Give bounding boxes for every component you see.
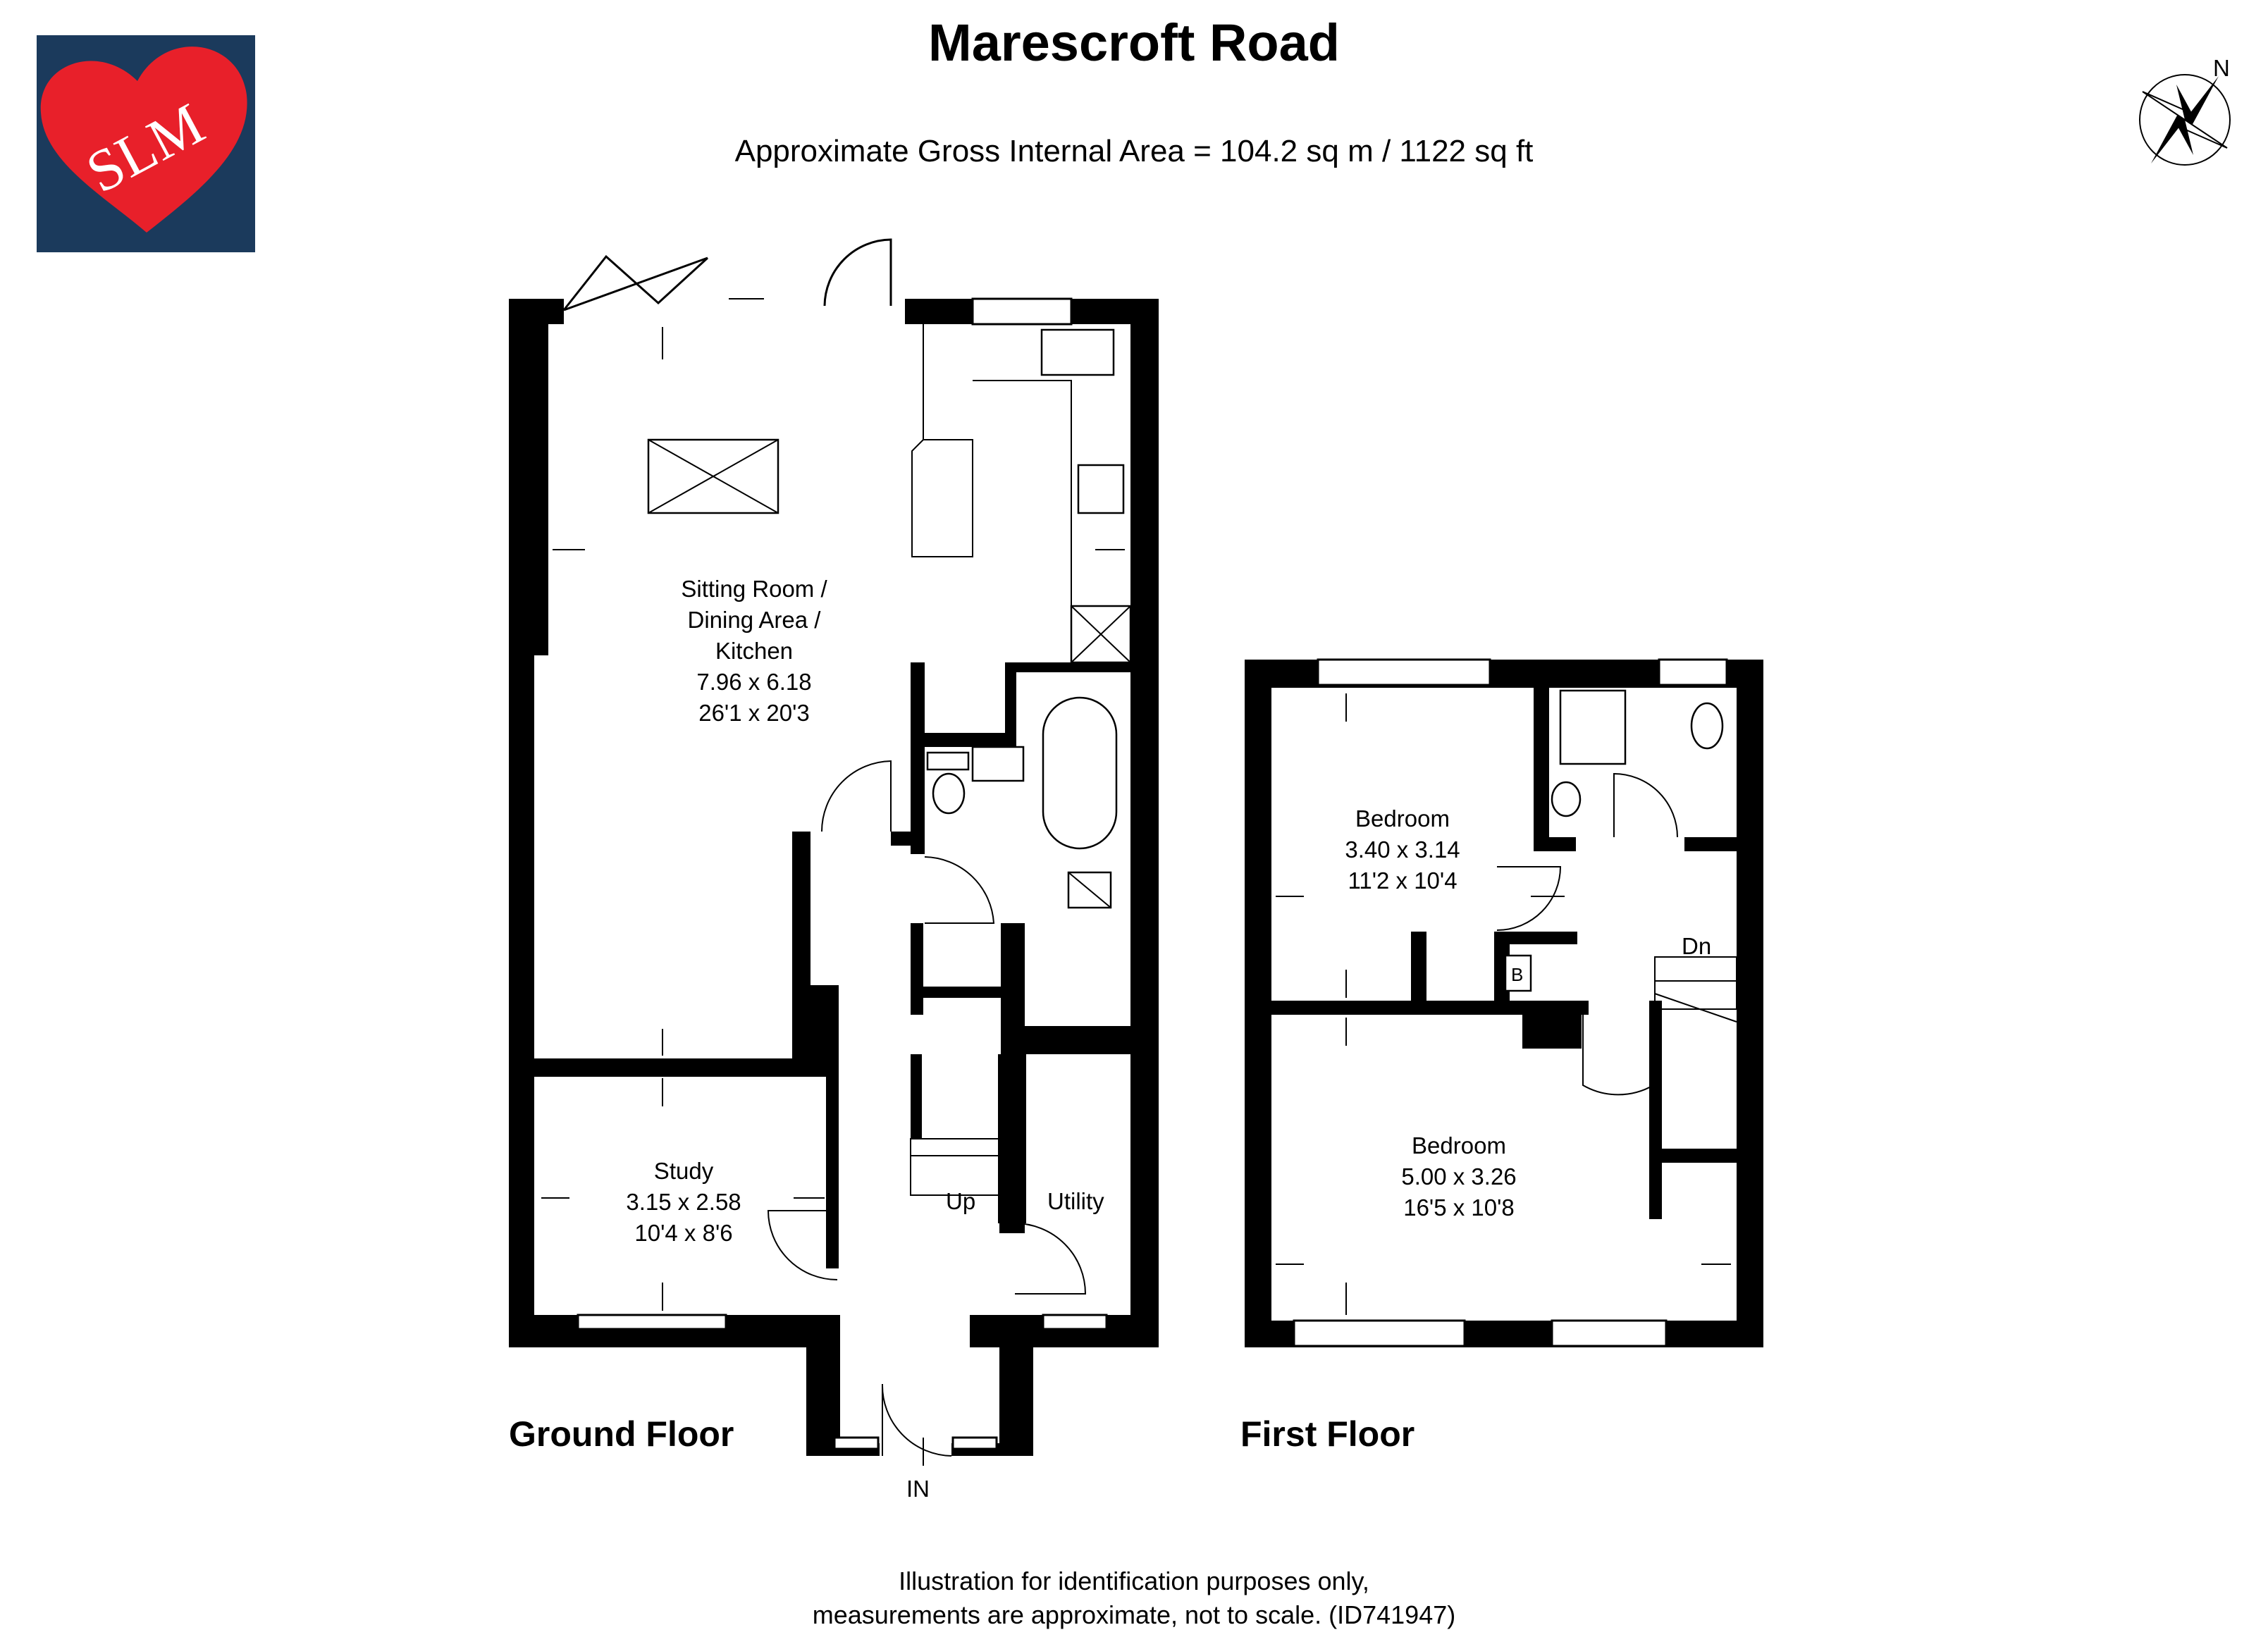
- utility-label: Utility: [1047, 1188, 1104, 1214]
- sitting-room-label: Sitting Room / Dining Area / Kitchen 7.9…: [681, 576, 827, 726]
- disclaimer: Illustration for identification purposes…: [812, 1567, 1456, 1629]
- gross-area: Approximate Gross Internal Area = 104.2 …: [734, 134, 1534, 168]
- ground-floor-plan: [509, 238, 1159, 1466]
- boiler-label: B: [1511, 964, 1524, 985]
- compass-north-label: N: [2213, 55, 2230, 81]
- bedroom-1-label: Bedroom 3.40 x 3.14 11'2 x 10'4: [1345, 805, 1460, 894]
- compass-icon: [2139, 74, 2231, 166]
- first-floor-label: First Floor: [1240, 1414, 1415, 1454]
- first-floor-plan: [1245, 658, 1763, 1347]
- stairs-down-label: Dn: [1682, 933, 1712, 959]
- ground-floor-label: Ground Floor: [509, 1414, 734, 1454]
- entrance-label: IN: [906, 1476, 930, 1502]
- study-label: Study 3.15 x 2.58 10'4 x 8'6: [626, 1158, 741, 1246]
- slm-logo: SLM: [37, 35, 255, 252]
- page-title: Marescroft Road: [928, 13, 1340, 72]
- bedroom-2-label: Bedroom 5.00 x 3.26 16'5 x 10'8: [1401, 1132, 1517, 1221]
- stairs-up-label: Up: [946, 1188, 976, 1214]
